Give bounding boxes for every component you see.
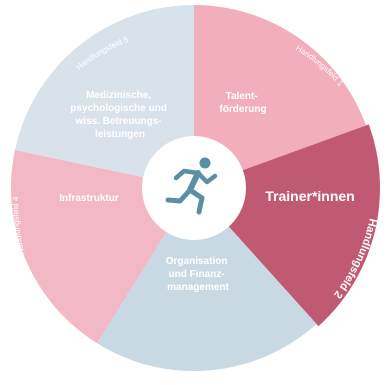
segment-hf3 [97, 188, 317, 372]
segment-title-hf2: Trainer*innen [265, 188, 354, 204]
segment-title-hf3: Organisation und Finanz- management [166, 256, 230, 293]
segment-title-hf5: Medizinische, psychologische und wiss. B… [70, 90, 169, 140]
segment-hf5 [15, 5, 194, 188]
runner-icon [165, 157, 218, 215]
segment-title-hf4: Infrastruktur [59, 193, 119, 204]
segment-title-hf1: Talent- förderung [219, 91, 266, 115]
segment-hf1 [194, 4, 366, 188]
